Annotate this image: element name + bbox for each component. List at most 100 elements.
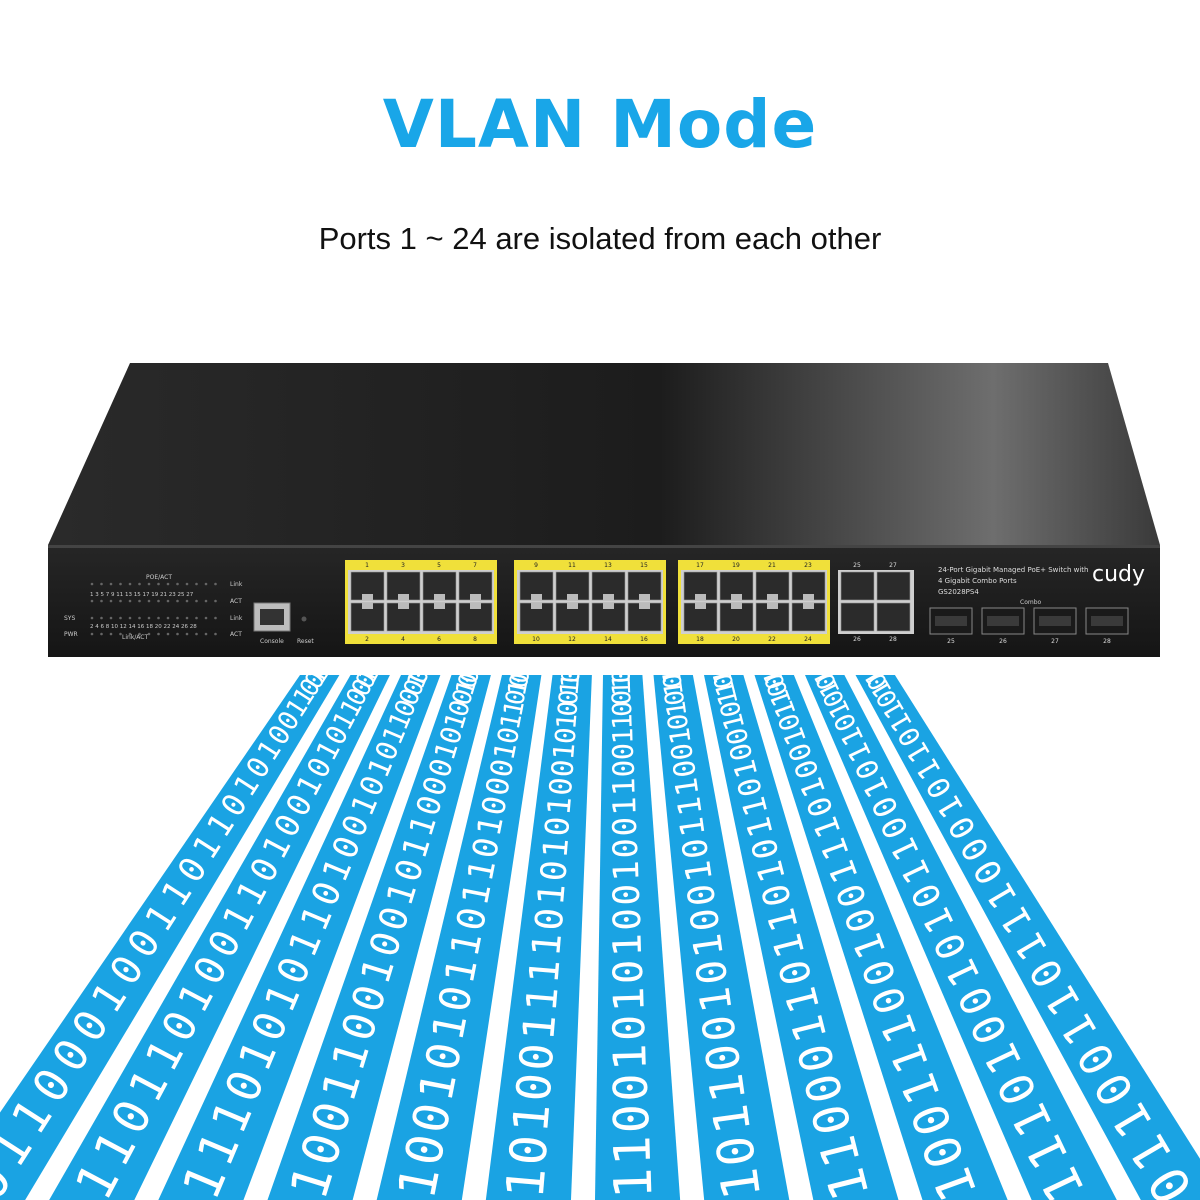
sfp-slot — [987, 616, 1019, 626]
led-indicator — [100, 599, 103, 603]
port-number: 17 — [696, 562, 704, 569]
stream-digit: 0 — [548, 726, 582, 745]
rj45-clip — [567, 594, 578, 600]
port-number: 12 — [568, 636, 576, 643]
stream-digit: 1 — [517, 984, 568, 1013]
port-number: 28 — [1103, 638, 1111, 645]
switch-model: GS2028PS4 — [938, 588, 979, 596]
stream-digit: 0 — [556, 667, 586, 684]
led-indicator — [166, 599, 170, 603]
rj45-clip — [398, 603, 409, 609]
led-indicator — [157, 582, 160, 586]
led-indicator — [128, 616, 132, 620]
stream-digit: 0 — [607, 759, 641, 778]
port-number: 2 — [365, 636, 369, 643]
stream-digit: 1 — [656, 667, 687, 686]
led-indicator — [195, 599, 198, 603]
uplink-port[interactable] — [876, 571, 911, 601]
led-indicator — [128, 632, 132, 636]
port-number: 19 — [732, 562, 740, 569]
uplink-port[interactable] — [840, 571, 875, 601]
led-indicator — [138, 616, 141, 620]
stream-digit: 0 — [662, 712, 695, 732]
led-indicator — [138, 582, 141, 586]
stream-digit: 0 — [607, 689, 637, 705]
rj45-clip — [731, 603, 742, 609]
port-number: 21 — [768, 562, 776, 569]
switch-description-2: 4 Gigabit Combo Ports — [938, 577, 1017, 585]
label-pwr: PWR — [64, 631, 78, 638]
port-number: 7 — [473, 562, 477, 569]
stream-digit: 1 — [710, 678, 742, 700]
rj45-clip — [434, 594, 445, 600]
uplink-port[interactable] — [876, 602, 911, 632]
rj45-clip — [639, 603, 650, 609]
port-number: 24 — [804, 636, 812, 643]
port-number: 10 — [532, 636, 540, 643]
led-indicator — [147, 599, 151, 603]
port-number: 6 — [437, 636, 441, 643]
led-indicator — [147, 582, 151, 586]
stream-digit: 0 — [664, 741, 700, 763]
port-number: 22 — [768, 636, 776, 643]
port-number: 25 — [853, 562, 861, 569]
led-indicator — [100, 616, 103, 620]
rj45-clip — [362, 603, 373, 609]
stream-digit: 0 — [604, 959, 653, 985]
stream-digit: 0 — [503, 670, 534, 690]
port-number: 27 — [889, 562, 897, 569]
reset-button[interactable] — [301, 616, 307, 622]
port-number: 18 — [696, 636, 704, 643]
led-indicator — [204, 632, 208, 636]
led-bottom-numbers: 2 4 6 8 10 12 14 16 18 20 22 24 26 28 — [90, 624, 197, 630]
stream-digit: 1 — [604, 986, 654, 1013]
stream-digit: 1 — [542, 795, 579, 817]
led-indicator — [214, 616, 217, 620]
led-indicator — [185, 616, 189, 620]
label-combo: Combo — [1020, 599, 1042, 606]
label-reset: Reset — [297, 638, 314, 645]
stream-digit: 1 — [712, 687, 745, 709]
label-act-top: ACT — [230, 598, 242, 605]
stream-band — [595, 675, 681, 1200]
stream-digit: 1 — [520, 957, 570, 985]
led-indicator — [185, 632, 189, 636]
stream-digit: 1 — [603, 1043, 657, 1072]
led-indicator — [100, 582, 103, 586]
stream-digit: 1 — [661, 699, 693, 719]
stream-digit: 0 — [554, 689, 585, 707]
led-indicator — [204, 599, 208, 603]
stream-digit: 1 — [663, 725, 698, 746]
uplink-port[interactable] — [840, 602, 875, 632]
led-indicator — [90, 599, 94, 603]
brand-logo: cudy — [1092, 562, 1145, 587]
stream-digit: 1 — [551, 712, 583, 731]
label-act-bottom: ACT — [230, 631, 242, 638]
led-panel: POE/ACT Link/ACT SYS PWR Link ACT Link A… — [64, 574, 243, 641]
rj45-clip — [398, 594, 409, 600]
stream-digit: 0 — [500, 687, 532, 708]
led-indicator — [176, 582, 179, 586]
stream-band — [805, 675, 1117, 1200]
port-number: 11 — [568, 562, 576, 569]
led-indicator — [204, 582, 208, 586]
sfp-slot — [1091, 616, 1123, 626]
led-indicator — [119, 582, 122, 586]
port-number: 9 — [534, 562, 538, 569]
stream-digit: 1 — [486, 739, 523, 762]
stream-digit: 1 — [495, 710, 529, 732]
led-indicator — [147, 616, 151, 620]
sfp-slot — [935, 616, 967, 626]
rj45-clip — [803, 603, 814, 609]
stream-digit: 1 — [671, 794, 709, 818]
stream-digit: 0 — [534, 859, 576, 883]
switch-description-1: 24-Port Gigabit Managed PoE+ Switch with — [938, 566, 1088, 574]
stream-digit: 1 — [524, 931, 571, 958]
rj45-clip — [362, 594, 373, 600]
stream-digit: 1 — [607, 713, 638, 730]
rj45-clip — [695, 594, 706, 600]
stream-band — [267, 675, 491, 1200]
led-indicator — [109, 582, 113, 586]
